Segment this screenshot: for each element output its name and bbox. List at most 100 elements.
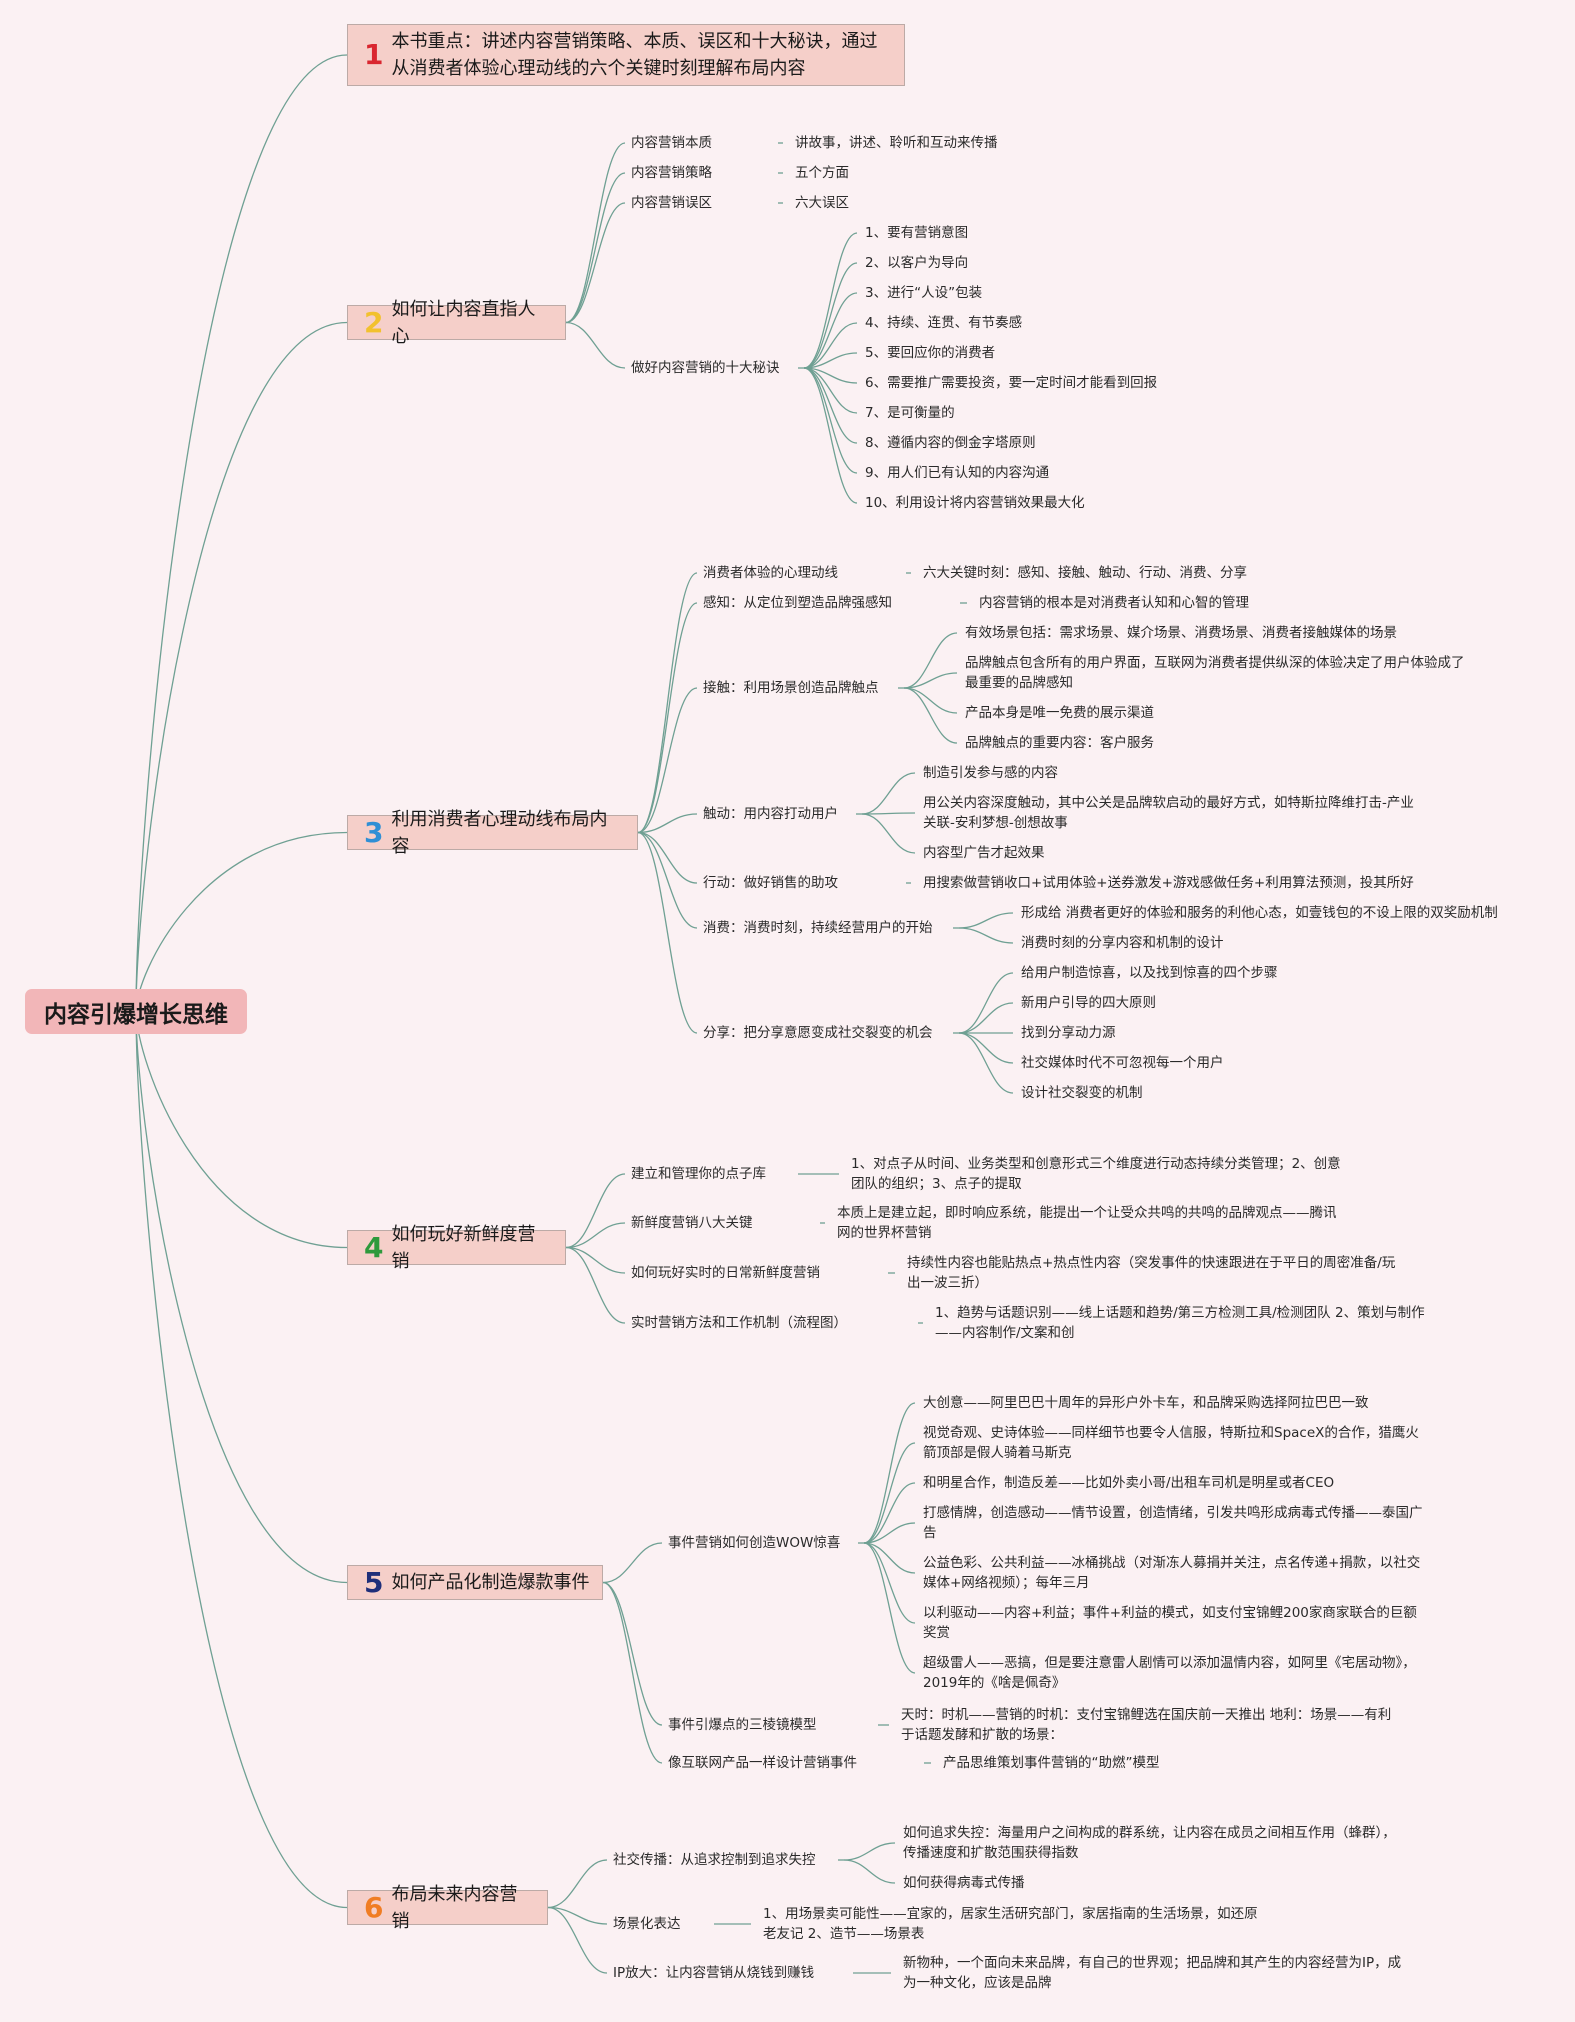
leaf-topic[interactable]: 1、要有营销意图 [865,225,969,241]
branch-topic[interactable]: 触动：用内容打动用户 [703,806,838,822]
leaf-topic[interactable]: 找到分享动力源 [1021,1025,1116,1041]
leaf-topic[interactable]: 8、遵循内容的倒金字塔原则 [865,435,1036,451]
leaf-topic[interactable]: 六大关键时刻：感知、接触、触动、行动、消费、分享 [923,565,1247,581]
branch-topic[interactable]: 像互联网产品一样设计营销事件 [668,1755,857,1771]
leaf-topic[interactable]: 制造引发参与感的内容 [923,765,1058,781]
branch-topic[interactable]: 消费者体验的心理动线 [703,565,838,581]
branch-topic[interactable]: IP放大：让内容营销从烧钱到赚钱 [613,1965,815,1981]
section-connector [637,831,698,884]
section-connector [637,831,698,1034]
branch-topic[interactable]: 感知：从定位到塑造品牌强感知 [703,595,892,611]
section-connector [547,1859,608,1909]
leaf-topic[interactable]: 9、用人们已有认知的内容沟通 [865,465,1050,481]
leaf-topic[interactable]: 设计社交裂变的机制 [1021,1085,1143,1101]
leaf-connector [803,367,858,384]
leaf-topic[interactable]: 新物种，一个面向未来品牌，有自己的世界观；把品牌和其产生的内容经营为IP，成为一… [903,1955,1402,1991]
leaf-connector [803,367,858,504]
leaf-topic[interactable]: 用公关内容深度触动，其中公关是品牌软启动的最好方式，如特斯拉降维打击-产业关联-… [923,795,1414,831]
leaf-topic[interactable]: 产品本身是唯一免费的展示渠道 [965,705,1154,721]
branch-topic[interactable]: 内容营销本质 [631,135,712,151]
leaf-topic[interactable]: 1、趋势与话题识别——线上话题和趋势/第三方检测工具/检测团队 2、策划与制作—… [935,1305,1425,1341]
leaf-topic[interactable]: 内容营销的根本是对消费者认知和心智的管理 [979,595,1249,611]
leaf-topic[interactable]: 7、是可衡量的 [865,405,955,421]
leaf-connector [863,1482,916,1544]
branch-topic[interactable]: 事件营销如何创造WOW惊喜 [668,1535,841,1551]
branch-topic[interactable]: 建立和管理你的点子库 [631,1166,766,1182]
branch-topic[interactable]: 场景化表达 [613,1916,681,1932]
branch-topic[interactable]: 做好内容营销的十大秘诀 [631,360,780,376]
branch-topic[interactable]: 新鲜度营销八大关键 [631,1215,753,1231]
leaf-topic[interactable]: 1、用场景卖可能性——宜家的，居家生活研究部门，家居指南的生活场景，如还原老友记… [763,1906,1258,1942]
section-label-line: 利用消费者心理动线布局内容 [391,808,608,857]
leaf-topic[interactable]: 五个方面 [795,165,849,181]
root-node[interactable]: 内容引爆增长思维 [25,989,247,1034]
leaf-topic[interactable]: 形成给 消费者更好的体验和服务的利他心态，如壹钱包的不设上限的双奖励机制 [1021,905,1498,921]
leaf-connector [863,1522,916,1544]
leaf-topic[interactable]: 品牌触点包含所有的用户界面，互联网为消费者提供纵深的体验决定了用户体验成了最重要… [965,655,1465,691]
leaf-topic[interactable]: 如何获得病毒式传播 [903,1875,1025,1891]
leaf-connector [861,812,916,815]
section-connector [637,602,698,834]
branch-topic[interactable]: 分享：把分享意愿变成社交裂变的机会 [703,1025,933,1041]
section-connector [602,1542,663,1584]
leaf-connector [863,1542,916,1674]
leaf-topic[interactable]: 给用户制造惊喜，以及找到惊喜的四个步骤 [1021,965,1278,981]
leaf-topic[interactable]: 产品思维策划事件营销的“助燃”模型 [943,1755,1160,1771]
leaf-topic[interactable]: 视觉奇观、史诗体验——同样细节也要令人信服，特斯拉和SpaceX的合作，猎鹰火箭… [923,1425,1419,1461]
leaf-topic[interactable]: 和明星合作，制造反差——比如外卖小哥/出租车司机是明星或者CEO [923,1475,1335,1491]
leaf-topic[interactable]: 2、以客户为导向 [865,255,969,271]
leaf-topic[interactable]: 讲故事，讲述、聆听和互动来传播 [795,135,998,151]
leaf-topic[interactable]: 有效场景包括：需求场景、媒介场景、消费场景、消费者接触媒体的场景 [965,625,1397,641]
leaf-topic[interactable]: 天时：时机——营销的时机：支付宝锦鲤选在国庆前一天推出 地利：场景——有利于话题… [901,1707,1392,1743]
leaf-topic[interactable]: 用搜索做营销收口+试用体验+送券激发+游戏感做任务+利用算法预测，投其所好 [923,875,1414,891]
leaf-connector [958,912,1014,929]
branch-topic[interactable]: 如何玩好实时的日常新鲜度营销 [631,1265,820,1281]
branch-topic[interactable]: 社交传播：从追求控制到追求失控 [613,1852,816,1868]
leaf-topic[interactable]: 如何追求失控：海量用户之间构成的群系统，让内容在成员之间相互作用（蜂群），传播速… [903,1825,1396,1861]
branch-topic[interactable]: 消费：消费时刻，持续经营用户的开始 [703,920,933,936]
leaf-topic[interactable]: 内容型广告才起效果 [923,845,1045,861]
leaf-topic[interactable]: 社交媒体时代不可忽视每一个用户 [1021,1055,1224,1071]
section-connector [565,1246,626,1274]
section-label: 本书重点：讲述内容营销策略、本质、误区和十大秘诀，通过从消费者体验心理动线的六个… [391,28,877,82]
branch-topic[interactable]: 实时营销方法和工作机制（流程图） [631,1315,847,1331]
leaf-topic[interactable]: 大创意——阿里巴巴十周年的异形户外卡车，和品牌采购选择阿拉巴巴一致 [923,1395,1369,1411]
root-label: 内容引爆增长思维 [44,1001,228,1028]
root-connector [135,54,348,1012]
leaf-connector [861,772,916,815]
section-connector [565,1173,626,1249]
leaf-connector [903,687,958,714]
leaf-connector [958,927,1014,944]
leaf-topic[interactable]: 4、持续、连贯、有节奏感 [865,315,1023,331]
leaf-topic[interactable]: 新用户引导的四大原则 [1021,995,1156,1011]
leaf-topic[interactable]: 3、进行“人设”包装 [865,285,983,301]
leaf-topic[interactable]: 消费时刻的分享内容和机制的设计 [1021,935,1224,951]
leaf-topic[interactable]: 打感情牌，创造感动——情节设置，创造情绪，引发共鸣形成病毒式传播——泰国广告 [923,1505,1423,1541]
leaf-connector [803,232,858,369]
leaf-topic[interactable]: 10、利用设计将内容营销效果最大化 [865,495,1085,511]
branch-topic[interactable]: 事件引爆点的三棱镜模型 [668,1717,817,1733]
branch-topic[interactable]: 行动：做好销售的助攻 [703,875,838,891]
branch-topic[interactable]: 内容营销策略 [631,165,712,181]
leaf-topic[interactable]: 公益色彩、公共利益——冰桶挑战（对渐冻人募捐并关注，点名传递+捐款，以社交媒体+… [923,1555,1421,1591]
leaf-topic[interactable]: 六大误区 [795,195,849,211]
leaf-topic[interactable]: 持续性内容也能贴热点+热点性内容（突发事件的快速跟进在于平日的周密准备/玩出一波… [907,1255,1396,1291]
leaf-topic[interactable]: 6、需要推广需要投资，要一定时间才能看到回报 [865,375,1158,391]
leaf-connector [803,367,858,474]
leaf-topic[interactable]: 超级雷人——恶搞，但是要注意雷人剧情可以添加温情内容，如阿里《宅居动物》，201… [923,1655,1416,1691]
leaf-topic[interactable]: 品牌触点的重要内容：客户服务 [965,735,1154,751]
branch-topic[interactable]: 内容营销误区 [631,195,712,211]
leaf-connector [803,322,858,369]
section-connector [637,831,698,929]
leaf-topic[interactable]: 5、要回应你的消费者 [865,345,996,361]
leaf-topic[interactable]: 本质上是建立起，即时响应系统，能提出一个让受众共鸣的共鸣的品牌观点——腾讯网的世… [837,1205,1337,1241]
branch-topic[interactable]: 接触：利用场景创造品牌触点 [703,680,879,696]
leaf-topic[interactable]: 以利驱动——内容+利益；事件+利益的模式，如支付宝锦鲤200家商家联合的巨额奖赏 [923,1605,1417,1641]
leaf-topic[interactable]: 1、对点子从时间、业务类型和创意形式三个维度进行动态持续分类管理；2、创意团队的… [851,1156,1341,1192]
